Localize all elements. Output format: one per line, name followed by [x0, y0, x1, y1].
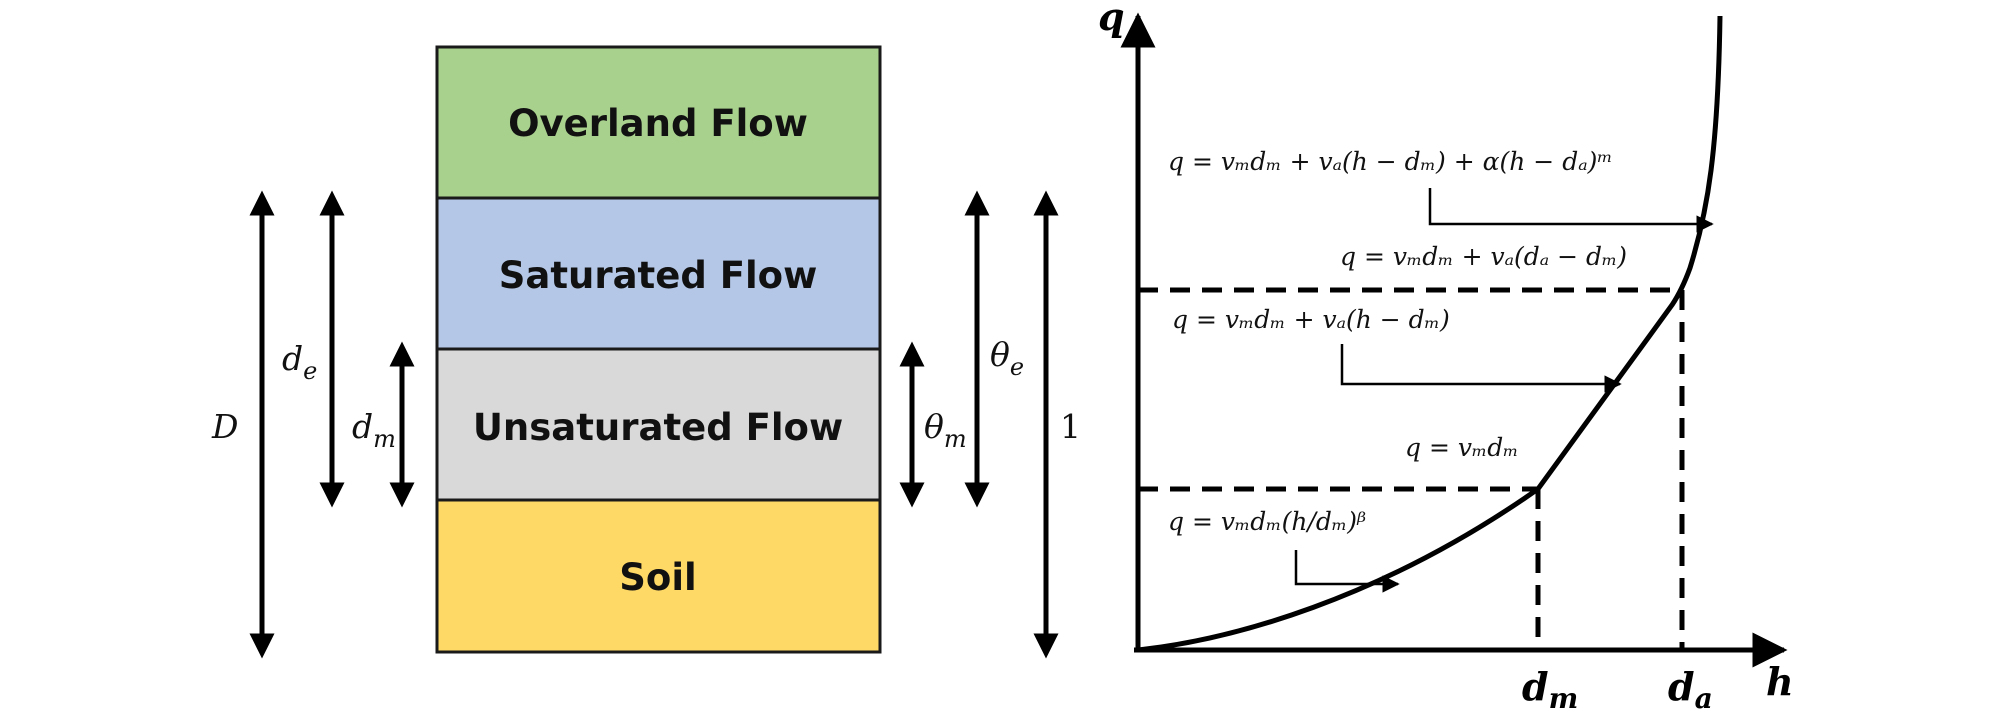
unit-label: 1 [1060, 407, 1081, 446]
y-axis-label: q [1098, 0, 1125, 39]
tick-dm-label: dm [1522, 664, 1578, 709]
theta-e-label: θe [990, 335, 1024, 381]
layer-overland [435, 45, 882, 200]
equation-knee-lower: q = vₘdₘ [1405, 433, 1519, 462]
equation-top: q = vₘdₘ + vₐ(h − dₘ) + α(h − dₐ)ᵐ [1168, 147, 1613, 176]
layer-column: Overland Flow Saturated Flow Unsaturated… [435, 45, 882, 654]
equation-knee-upper: q = vₘdₘ + vₐ(dₐ − dₘ) [1340, 242, 1627, 271]
layer-overland-label: Overland Flow [508, 102, 808, 145]
theta-m-label: θm [924, 407, 967, 453]
x-axis-label: h [1766, 659, 1794, 704]
layer-saturated [435, 196, 882, 351]
layer-saturated-label: Saturated Flow [499, 254, 818, 297]
depth-dm-label: dm [352, 407, 396, 453]
layer-soil-label: Soil [619, 556, 696, 599]
layer-unsaturated-label: Unsaturated Flow [473, 406, 843, 449]
depth-arrows-left [249, 190, 415, 659]
depth-D-label: D [211, 407, 238, 446]
layer-unsaturated [435, 347, 882, 502]
tick-da-label: da [1668, 664, 1713, 709]
equation-power: q = vₘdₘ(h/dₘ)ᵝ [1168, 507, 1366, 536]
qh-graph: q h dm da q = vₘdₘ + vₐ(h − dₘ) + α(h − … [1098, 0, 1794, 709]
layer-soil [435, 498, 882, 654]
equation-linear: q = vₘdₘ + vₐ(h − dₘ) [1172, 305, 1450, 334]
leader-power-arrow [1294, 550, 1400, 593]
leader-top-arrow [1428, 188, 1714, 233]
depth-de-label: de [282, 339, 317, 385]
depth-arrows-right [899, 190, 1059, 659]
flow-rating-curve [1137, 15, 1723, 653]
leader-linear-arrow [1340, 344, 1622, 393]
